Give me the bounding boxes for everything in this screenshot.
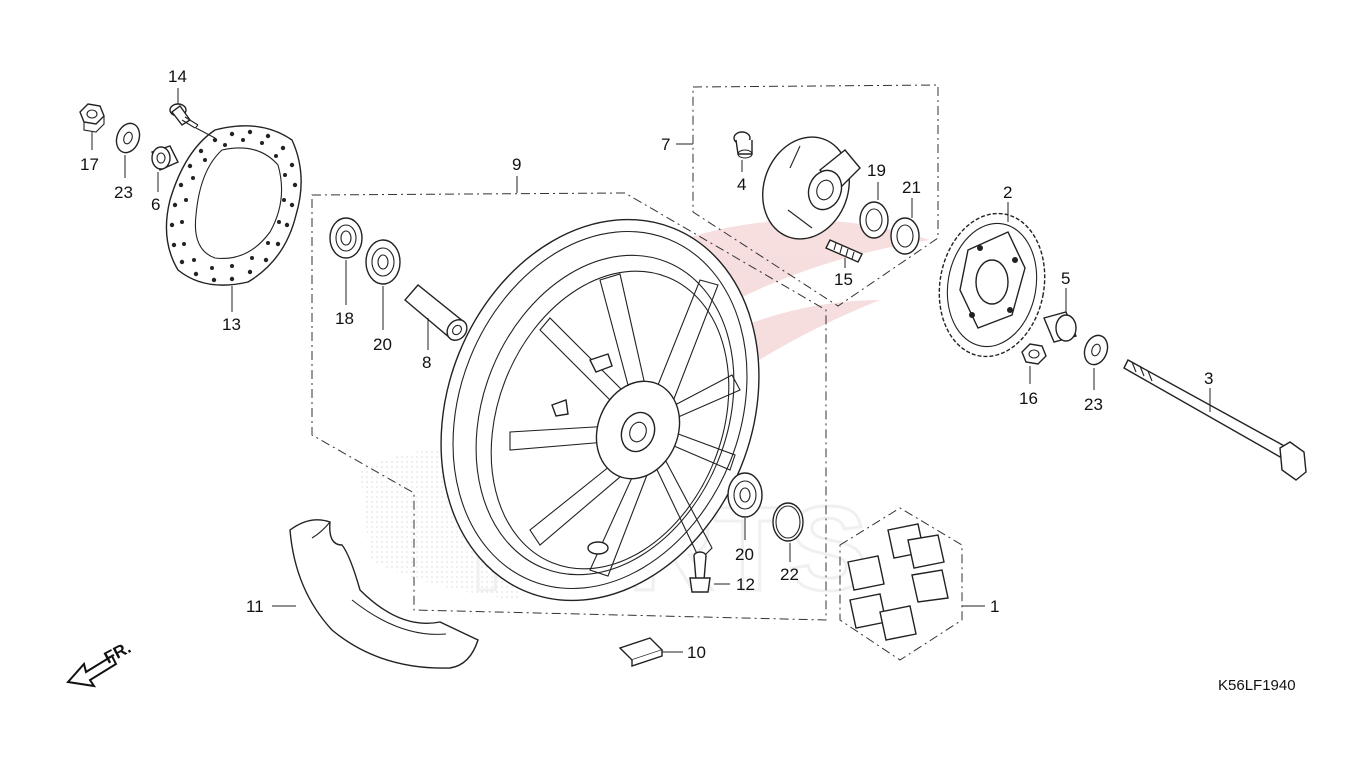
- tire: [289, 519, 479, 669]
- brake-disc: [165, 125, 302, 286]
- callout-9: 9: [512, 155, 521, 174]
- diagram-code: K56LF1940: [1218, 677, 1296, 694]
- stud-bolt: [825, 239, 863, 263]
- callout-20a: 20: [373, 335, 392, 354]
- bearing-19: [859, 201, 889, 239]
- callout-1: 1: [990, 597, 999, 616]
- callout-15: 15: [834, 270, 853, 289]
- flange-assembly-outline: [692, 84, 939, 307]
- callout-2: 2: [1003, 183, 1012, 202]
- callout-23a: 23: [114, 183, 133, 202]
- callout-4: 4: [737, 175, 746, 194]
- callout-6: 6: [151, 195, 160, 214]
- callout-13: 13: [222, 315, 241, 334]
- washer-left: [115, 122, 141, 154]
- bearing-20-right: [727, 472, 763, 518]
- callout-14: 14: [168, 67, 187, 86]
- leader-lines: [91, 88, 1211, 653]
- callout-7: 7: [661, 135, 670, 154]
- callout-3: 3: [1204, 369, 1213, 388]
- callout-10: 10: [687, 643, 706, 662]
- sprocket-nut: [1021, 343, 1047, 365]
- callout-17: 17: [80, 155, 99, 174]
- bearing-18: [329, 217, 363, 259]
- o-ring: [772, 502, 804, 542]
- callout-5: 5: [1061, 269, 1070, 288]
- callout-11: 11: [246, 597, 264, 616]
- bearing-20-left: [365, 239, 401, 285]
- tire-valve: [689, 551, 711, 593]
- callout-23b: 23: [1084, 395, 1103, 414]
- axle-nut-left: [79, 103, 105, 133]
- collar-right: [1043, 311, 1077, 343]
- balance-weight: [618, 637, 664, 667]
- front-direction-arrow: FR.: [66, 638, 134, 688]
- callout-21: 21: [902, 178, 921, 197]
- callout-20b: 20: [735, 545, 754, 564]
- rear-axle: [1123, 359, 1307, 481]
- callout-12: 12: [736, 575, 755, 594]
- collar-left: [151, 145, 179, 171]
- callouts: 1 2 3 4 5 6 7 8 9 10 11 12 13 14 15 16 1…: [80, 67, 1213, 662]
- rear-wheel: [440, 218, 760, 602]
- callout-19: 19: [867, 161, 886, 180]
- callout-18: 18: [335, 309, 354, 328]
- callout-22: 22: [780, 565, 799, 584]
- washer-right: [1083, 334, 1109, 366]
- final-driven-flange: [762, 136, 861, 240]
- distance-collar: [404, 284, 468, 341]
- callout-16: 16: [1019, 389, 1038, 408]
- callout-8: 8: [422, 353, 431, 372]
- disc-bolt: [169, 103, 199, 129]
- oil-seal: [890, 217, 920, 255]
- wheel-assembly-outline: [311, 192, 827, 621]
- driven-sprocket: [938, 212, 1046, 358]
- wheel-damper-rubber: [839, 507, 963, 661]
- flange-collar: [733, 131, 753, 159]
